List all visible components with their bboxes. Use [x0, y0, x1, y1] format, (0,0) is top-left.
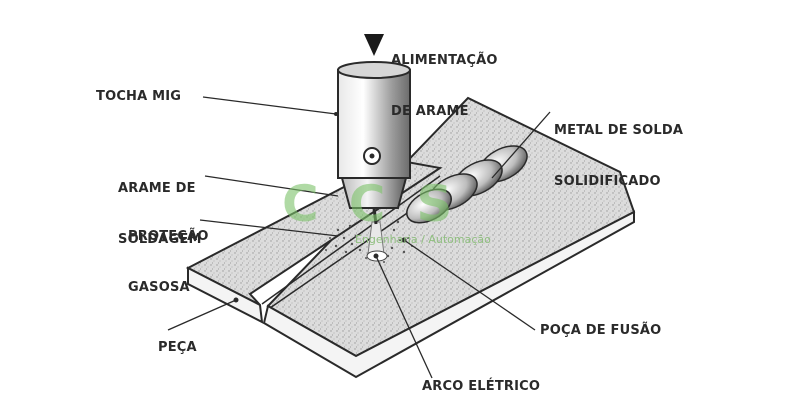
label-electric-arc: ARCO ELÉTRICO — [422, 379, 541, 394]
label-wire-feed: ALIMENTAÇÃO DE ARAME — [391, 53, 498, 119]
leader-dots — [233, 112, 407, 303]
down-triangle-arrow-icon — [364, 34, 384, 56]
label-gas-shield: PROTEÇÃO GASOSA — [128, 229, 209, 295]
label-weld-pool: POÇA DE FUSÃO — [540, 323, 662, 338]
solidified-weld-bead — [406, 145, 528, 224]
joint-groove — [261, 175, 441, 305]
mig-torch — [337, 61, 411, 225]
electric-arc — [366, 221, 388, 262]
watermark-subtitle: Engenharia / Automação — [355, 233, 491, 246]
ccs-watermark-logo: CCS — [282, 175, 482, 233]
label-mig-torch: TOCHA MIG — [96, 89, 182, 104]
label-workpiece: PEÇA — [158, 340, 197, 355]
label-weld-wire: ARAME DE SOLDAGEM — [118, 181, 202, 247]
weld-wire — [372, 207, 378, 225]
label-solidified-weld-metal: METAL DE SOLDA SOLIDIFICADO — [554, 123, 684, 189]
leader-lines — [167, 96, 551, 379]
workpiece-right-plate — [262, 96, 636, 379]
gas-shield-spray — [325, 220, 413, 263]
watermark-logo-text: CCS — [282, 175, 482, 233]
